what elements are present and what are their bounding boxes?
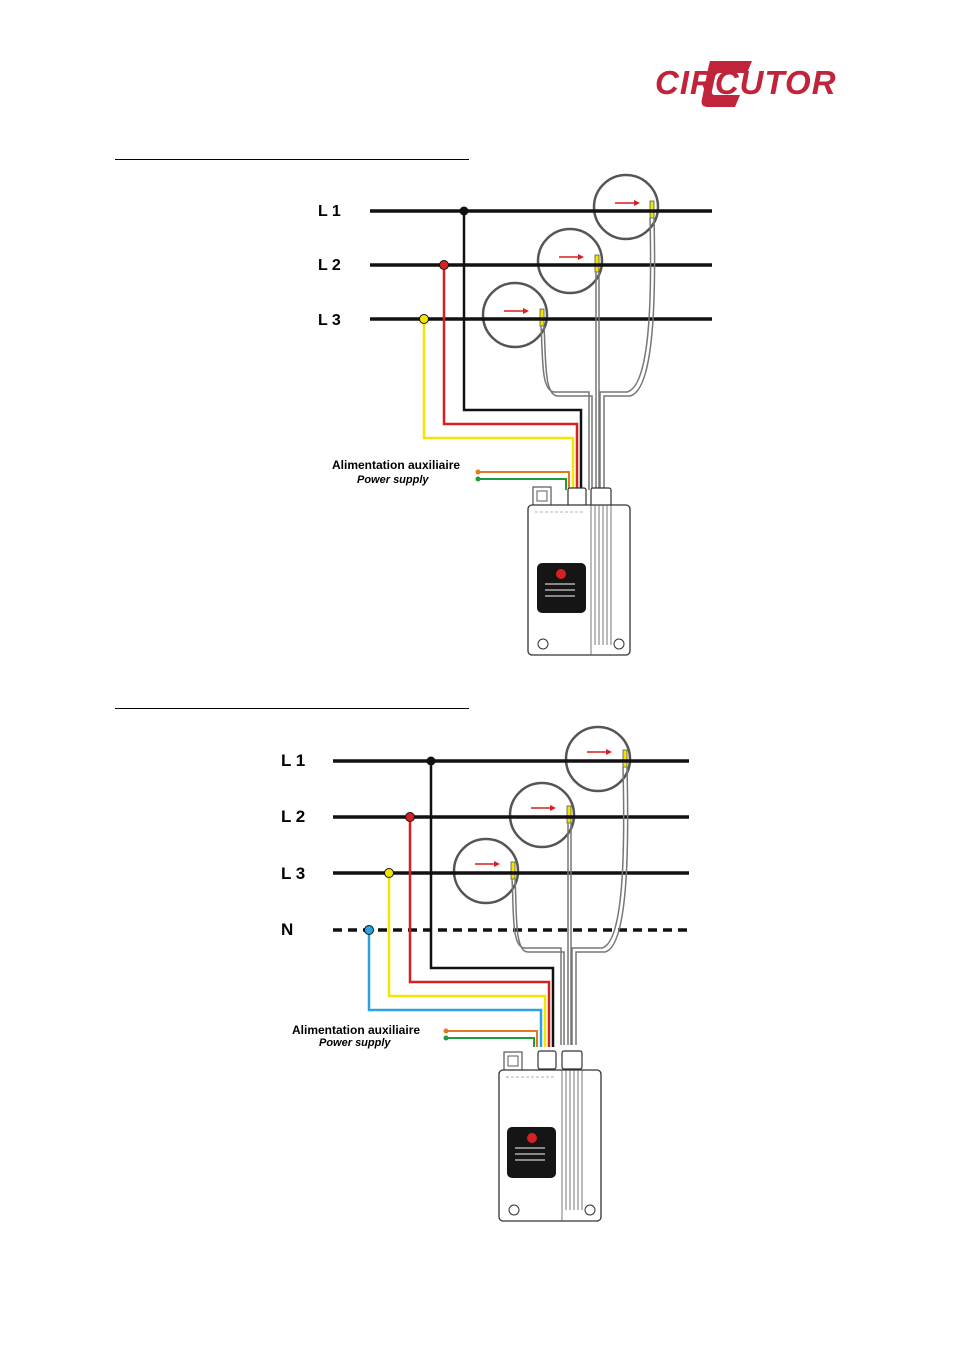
line-label-n: N: [281, 920, 293, 939]
line-label-l3: L 3: [318, 312, 341, 329]
section-divider-1: [115, 159, 469, 160]
clamp-cables: [540, 217, 656, 490]
analyzer-device-icon: [498, 1050, 602, 1222]
current-clamp-l1: [564, 725, 632, 793]
section-divider-2: [115, 708, 469, 709]
supply-sublabel: Power supply: [319, 1037, 391, 1049]
supply-label: Alimentation auxiliaire: [292, 1023, 420, 1037]
current-clamp-l3: [481, 281, 549, 349]
circutor-logo-icon: [701, 61, 752, 107]
voltage-wire-l1: [462, 211, 583, 490]
line-label-l3: L 3: [281, 864, 305, 883]
supply-sublabel: Power supply: [357, 474, 429, 486]
voltage-wire-l3: [422, 319, 575, 490]
brand-name: CIRCUTOR: [655, 64, 837, 101]
voltage-wire-l2: [408, 817, 551, 1047]
line-label-l2: L 2: [281, 807, 305, 826]
voltage-wire-n: [367, 930, 543, 1047]
voltage-wire-l3: [387, 873, 547, 1047]
voltage-wire-l2: [442, 265, 579, 490]
current-clamp-l1: [592, 173, 660, 241]
supply-wire-b: [478, 478, 567, 490]
tap-dot-l1: [459, 206, 469, 216]
line-label-l2: L 2: [318, 257, 341, 274]
line-label-l1: L 1: [318, 203, 341, 220]
supply-label: Alimentation auxiliaire: [332, 458, 460, 472]
voltage-wire-l1: [429, 761, 555, 1047]
line-label-l1: L 1: [281, 751, 305, 770]
clamp-cables: [511, 766, 629, 1045]
analyzer-device-icon: [527, 486, 631, 656]
supply-wire-a: [478, 471, 570, 490]
current-clamp-l3: [452, 837, 520, 905]
current-clamp-l2: [508, 781, 576, 849]
